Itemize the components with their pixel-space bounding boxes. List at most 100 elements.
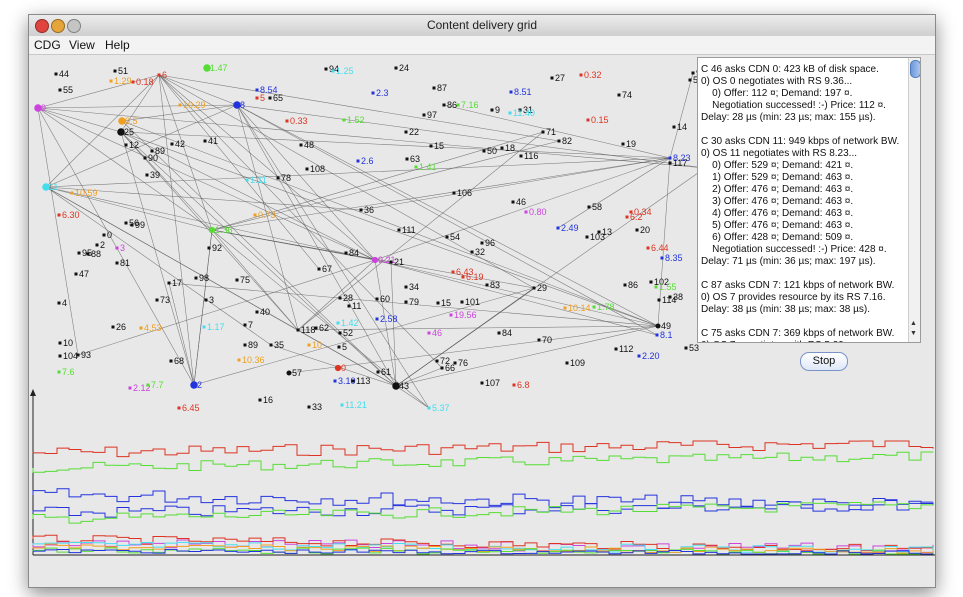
- grid-node[interactable]: 41: [203, 136, 219, 146]
- grid-node[interactable]: 87: [432, 83, 448, 93]
- grid-node[interactable]: 66: [440, 363, 456, 373]
- grid-node[interactable]: 6.19: [461, 272, 484, 282]
- grid-node[interactable]: 1.36: [208, 225, 233, 235]
- grid-node[interactable]: 2.49: [556, 223, 579, 233]
- grid-node[interactable]: 97: [422, 110, 438, 120]
- minimize-window-icon[interactable]: [51, 19, 65, 33]
- grid-node[interactable]: 60: [375, 294, 391, 304]
- grid-node[interactable]: 6.2: [625, 212, 643, 222]
- grid-node[interactable]: 74: [617, 90, 633, 100]
- grid-node[interactable]: 84: [344, 248, 360, 258]
- grid-node[interactable]: 18: [500, 143, 516, 153]
- grid-node[interactable]: 2.58: [375, 314, 398, 324]
- grid-node[interactable]: 22: [404, 127, 420, 137]
- log-scrollbar[interactable]: ▲ ▼: [908, 58, 920, 342]
- grid-node[interactable]: 24: [394, 63, 410, 73]
- grid-node[interactable]: 96: [480, 238, 496, 248]
- grid-node[interactable]: 113: [351, 376, 371, 386]
- grid-node[interactable]: 0: [102, 230, 113, 240]
- grid-node[interactable]: 116: [519, 151, 539, 161]
- grid-node[interactable]: 7.16: [456, 100, 479, 110]
- grid-node[interactable]: 15: [436, 298, 452, 308]
- grid-node[interactable]: 95: [77, 248, 93, 258]
- grid-node[interactable]: 70: [537, 335, 553, 345]
- grid-node[interactable]: 3: [204, 295, 215, 305]
- grid-node[interactable]: 92: [207, 243, 223, 253]
- grid-node[interactable]: 46: [427, 328, 443, 338]
- grid-node[interactable]: 1.25: [331, 66, 354, 76]
- grid-node[interactable]: 76: [453, 358, 469, 368]
- grid-node[interactable]: 61: [376, 367, 392, 377]
- grid-node[interactable]: 6.30: [57, 210, 80, 220]
- grid-node[interactable]: 3: [115, 243, 126, 253]
- grid-node[interactable]: 78: [276, 173, 292, 183]
- grid-node[interactable]: 3.10: [333, 376, 356, 386]
- grid-node[interactable]: 8.54: [255, 85, 278, 95]
- grid-node[interactable]: 19.56: [449, 310, 477, 320]
- grid-node[interactable]: 89: [150, 146, 166, 156]
- grid-node[interactable]: 8.35: [660, 253, 683, 263]
- grid-node[interactable]: 58: [587, 202, 603, 212]
- grid-node[interactable]: 10: [58, 338, 74, 348]
- grid-node[interactable]: 35: [269, 340, 285, 350]
- grid-node[interactable]: 43: [392, 381, 409, 391]
- grid-node[interactable]: 47: [74, 269, 90, 279]
- grid-node[interactable]: 9: [34, 103, 46, 113]
- grid-node[interactable]: 112: [614, 344, 634, 354]
- grid-node[interactable]: 12: [124, 140, 140, 150]
- grid-node[interactable]: 20: [635, 225, 651, 235]
- grid-node[interactable]: 2.12: [128, 383, 151, 393]
- grid-node[interactable]: 54: [445, 232, 461, 242]
- grid-node[interactable]: 1.11: [245, 175, 267, 185]
- grid-node[interactable]: 10.36: [237, 355, 265, 365]
- grid-node[interactable]: 40: [255, 307, 271, 317]
- grid-node[interactable]: 98: [194, 273, 210, 283]
- grid-node[interactable]: 42: [170, 139, 186, 149]
- grid-node[interactable]: 2.20: [637, 351, 660, 361]
- grid-node[interactable]: 108: [305, 164, 326, 174]
- grid-node[interactable]: 0.15: [586, 115, 609, 125]
- grid-node[interactable]: 1.52: [342, 115, 365, 125]
- grid-node[interactable]: 29: [532, 283, 548, 293]
- scroll-down-icon[interactable]: ▼: [910, 330, 917, 337]
- grid-node[interactable]: 0.80: [524, 207, 547, 217]
- grid-node[interactable]: 53: [684, 343, 700, 353]
- grid-node[interactable]: 81: [115, 258, 131, 268]
- grid-node[interactable]: 8.51: [509, 87, 532, 97]
- grid-node[interactable]: 0.34: [629, 207, 652, 217]
- grid-node[interactable]: 49: [655, 321, 672, 331]
- grid-node[interactable]: 10: [307, 340, 323, 350]
- negotiation-log[interactable]: C 46 asks CDN 0: 423 kB of disk space.0)…: [697, 57, 921, 343]
- grid-node[interactable]: 7.6: [57, 367, 75, 377]
- grid-node[interactable]: 11: [42, 182, 58, 192]
- grid-node[interactable]: 65: [268, 93, 284, 103]
- grid-node[interactable]: 11.40: [508, 108, 535, 118]
- grid-node[interactable]: 107: [480, 378, 501, 388]
- grid-node[interactable]: 46: [511, 197, 527, 207]
- grid-node[interactable]: 0: [334, 363, 346, 373]
- menu-cdg[interactable]: CDG: [34, 38, 61, 52]
- grid-node[interactable]: 11.21: [340, 400, 367, 410]
- grid-node[interactable]: 34: [404, 282, 420, 292]
- grid-node[interactable]: 75: [235, 275, 251, 285]
- grid-node[interactable]: 15: [429, 141, 445, 151]
- grid-node[interactable]: 1.41: [414, 162, 437, 172]
- grid-node[interactable]: 99: [130, 220, 146, 230]
- grid-node[interactable]: 86: [623, 280, 639, 290]
- grid-node[interactable]: 1.17: [202, 322, 225, 332]
- grid-node[interactable]: 0.73: [253, 210, 276, 220]
- grid-node[interactable]: 86: [442, 100, 458, 110]
- grid-node[interactable]: 13: [597, 227, 613, 237]
- grid-node[interactable]: 50: [482, 146, 498, 156]
- stop-button[interactable]: Stop: [800, 352, 848, 371]
- grid-node[interactable]: 8.1: [655, 330, 673, 340]
- grid-node[interactable]: 38: [668, 292, 684, 302]
- title-bar[interactable]: Content delivery grid: [29, 15, 935, 37]
- grid-node[interactable]: 88: [86, 249, 102, 259]
- grid-node[interactable]: 4: [57, 298, 68, 308]
- grid-node[interactable]: 104: [58, 351, 79, 361]
- grid-node[interactable]: 111: [397, 225, 416, 235]
- grid-node[interactable]: 6.45: [177, 403, 200, 413]
- grid-node[interactable]: 36: [359, 205, 375, 215]
- scrollbar-thumb[interactable]: [910, 60, 920, 78]
